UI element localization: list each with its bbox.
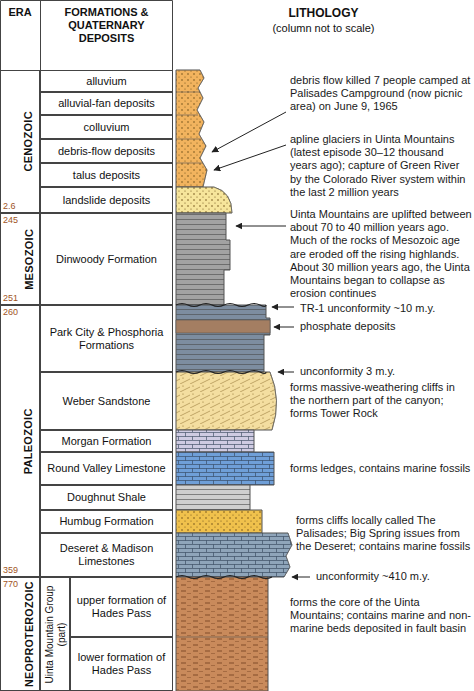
annotation-note: forms cliffs locally called The Palisade…: [296, 514, 472, 554]
formation-box: lower formation of Hades Pass: [70, 637, 173, 691]
formation-box: upper formation of Hades Pass: [70, 577, 173, 637]
formation-box: Round Valley Limestone: [40, 452, 173, 485]
era-name: MESOZOIC: [23, 217, 36, 301]
formation-box: landslide deposits: [40, 187, 173, 213]
age-number: 770: [3, 579, 25, 590]
era-name: PALEOZOIC: [22, 309, 35, 573]
formation-name: Humbug Formation: [59, 515, 153, 528]
header-text: LITHOLOGY: [175, 6, 472, 20]
annotation-note: forms massive-weathering cliffs in the n…: [290, 381, 472, 421]
formation-box: debris-flow deposits: [40, 139, 173, 163]
rock-units: [176, 70, 292, 691]
annotation-note: TR-1 unconformity ~10 m.y.: [300, 302, 472, 315]
group-box: Uinta Mountain Group (part): [40, 577, 70, 691]
era-band: NEOPROTEROZOIC: [0, 577, 40, 691]
era-name: CENOZOIC: [22, 74, 35, 209]
formation-name: Dinwoody Formation: [56, 253, 157, 266]
age-number: 260: [3, 307, 25, 318]
formation-box: Morgan Formation: [40, 430, 173, 452]
era-band: CENOZOIC: [0, 70, 40, 213]
annotation-note: forms ledges, contains marine fossils: [290, 462, 472, 475]
age-number: 2.6: [3, 201, 25, 212]
header-text: (column not to scale): [175, 22, 472, 35]
age-number: 245: [3, 215, 25, 226]
annotation-note: forms the core of the Uinta Mountains; c…: [290, 596, 472, 636]
formation-name: Doughnut Shale: [67, 491, 146, 504]
formation-box: Humbug Formation: [40, 510, 173, 533]
formation-name: Morgan Formation: [62, 435, 152, 448]
era-name: NEOPROTEROZOIC: [23, 581, 35, 687]
formation-box: Weber Sandstone: [40, 372, 173, 430]
formation-name: alluvial-fan deposits: [58, 97, 155, 110]
era-band: PALEOZOIC: [0, 305, 40, 577]
formation-box: colluvium: [40, 115, 173, 139]
annotation-note: unconformity ~410 m.y.: [316, 570, 472, 583]
era-band: MESOZOIC: [0, 213, 40, 305]
formation-name: Weber Sandstone: [63, 395, 151, 408]
annotation-note: Uinta Mountains are uplifted between abo…: [290, 208, 472, 300]
formation-name: alluvium: [86, 75, 126, 88]
unconformity-lines: [176, 304, 272, 579]
formation-name: Deseret & Madison Limestones: [45, 542, 168, 567]
age-number: 359: [3, 565, 25, 576]
age-number: 251: [3, 293, 25, 304]
formation-box: Deseret & Madison Limestones: [40, 533, 173, 577]
formation-box: Dinwoody Formation: [40, 213, 173, 305]
formation-box: Doughnut Shale: [40, 485, 173, 510]
formation-name: colluvium: [84, 121, 130, 134]
formation-box: talus deposits: [40, 163, 173, 187]
formation-box: Park City & Phosphoria Formations: [40, 305, 173, 372]
formation-name: debris-flow deposits: [58, 145, 155, 158]
annotation-note: debris flow killed 7 people camped at Pa…: [290, 74, 472, 114]
formation-name: landslide deposits: [63, 194, 150, 207]
header-text: FORMATIONS & QUATERNARY DEPOSITS: [42, 6, 171, 46]
formation-box: alluvial-fan deposits: [40, 92, 173, 115]
formation-name: Park City & Phosphoria Formations: [45, 326, 168, 351]
annotation-note: apline glaciers in Uinta Mountains (late…: [290, 133, 472, 199]
annotation-note: phosphate deposits: [300, 320, 472, 333]
formation-name: upper formation of Hades Pass: [75, 594, 168, 619]
formation-box: alluvium: [40, 70, 173, 92]
header-frame: [1, 1, 173, 71]
formation-name: talus deposits: [73, 169, 140, 182]
formation-name: Round Valley Limestone: [47, 462, 165, 475]
header-text: ERA: [0, 6, 40, 19]
formation-name: lower formation of Hades Pass: [75, 651, 168, 676]
era-name: Uinta Mountain Group (part): [44, 581, 67, 687]
annotation-note: unconformity 3 m.y.: [300, 365, 472, 378]
